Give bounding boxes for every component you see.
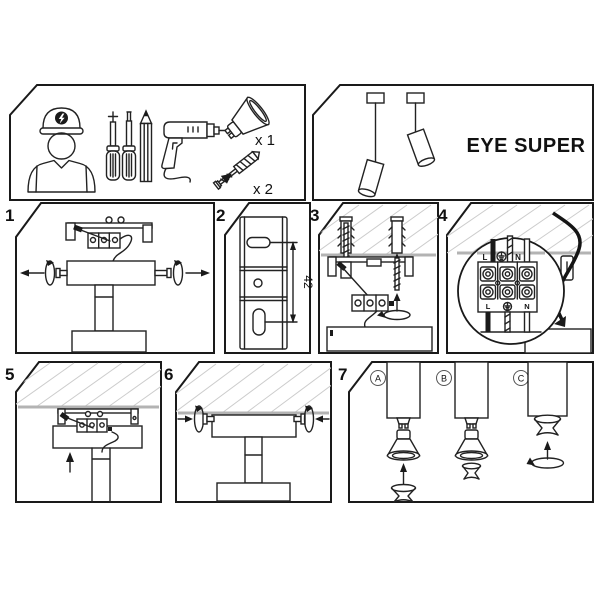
lamp-body [71,284,147,353]
canopy [66,260,156,286]
terminal-block-icon [351,294,394,312]
ceiling-bracket [327,256,414,279]
panel-step5 [15,361,162,503]
gu10-bulb-icon [223,96,270,140]
wire [363,310,378,328]
pendant-spot-lamp-icon [357,92,385,198]
dimension-42: 42 [264,241,315,323]
earth-ground-icon [496,251,507,262]
wall-anchor-icon [388,216,406,254]
panel-step7: A B C [348,361,594,503]
lamp-stem [91,447,111,503]
step-number-1: 1 [5,206,15,225]
step-number-6: 6 [164,365,174,384]
panel-step3 [318,202,439,354]
lamp-body [216,436,291,502]
panel-step6 [175,361,332,503]
panel-product: EYE SUPER [312,84,594,201]
product-name: EYE SUPER [467,135,586,157]
wire [112,234,133,262]
wall-anchor-screw-icon [212,150,261,191]
step-number-3: 3 [310,206,320,225]
option-b-label: B [441,374,447,384]
screw-up-arrow [377,293,411,321]
screw-in-left-icon [177,405,215,433]
flat-screwdriver-icon [121,111,137,181]
mounting-bracket-icon [65,216,153,262]
step-number-5: 5 [5,365,15,384]
terminal-block-zoom: L N [477,261,538,313]
worker-hard-hat-icon [27,107,96,193]
option-c-marker: C [513,370,529,386]
variant-a-insert-bulb [386,361,421,503]
ceiling-hatch [447,204,593,254]
wires-bottom [480,311,542,333]
unscrew-right-icon [154,260,210,286]
pencil-icon [139,109,153,183]
variant-c-ring-twist [526,361,568,469]
neutral-label-bottom: N [524,302,529,311]
screw-inserted-icon [342,222,350,276]
screw-in-right-icon [293,405,330,433]
screwdriver-icon [336,261,371,299]
step-number-2: 2 [216,206,226,225]
screw-loose-icon [393,253,401,291]
panel-step4: L N L N [446,202,594,354]
neutral-label-top: N [515,253,521,262]
phillips-screwdriver-icon [105,111,121,181]
push-up-arrow [66,452,74,473]
bulb-quantity-label: x 1 [255,132,275,149]
step-number-7: 7 [338,365,348,384]
drill-icon [161,121,228,183]
variant-b-bulb-ring [454,361,489,480]
wire [101,431,119,453]
unscrew-left-icon [20,260,68,286]
ceiling-bracket [57,408,139,433]
panel-step1 [15,202,215,354]
live-label-bottom: L [486,302,491,311]
option-a-marker: A [370,370,386,386]
step-number-4: 4 [438,206,448,225]
earth-ground-icon [502,301,513,312]
dimension-label: 42 [301,275,315,289]
ceiling-hatch [176,363,331,414]
option-b-marker: B [436,370,452,386]
canopy [326,326,433,352]
option-a-label: A [375,374,381,384]
option-c-label: C [518,374,525,384]
anchor-quantity-label: x 2 [253,181,273,198]
pendant-spot-lamp-icon [406,92,436,167]
bracket-front-view-icon [239,216,288,350]
live-label-top: L [483,253,488,262]
panel-tools: x 1 x 2 [9,84,306,201]
panel-step2: 42 [224,202,315,354]
canopy [211,414,297,438]
